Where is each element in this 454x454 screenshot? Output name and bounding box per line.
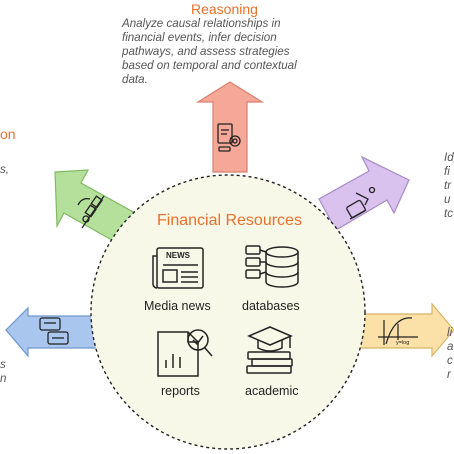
lower-left-icon [39, 317, 69, 345]
upper-left-arrow [54, 169, 136, 244]
report-chart-icon [157, 329, 213, 377]
lower-left-description-fragment: s n [0, 358, 7, 385]
newspaper-icon [152, 247, 204, 289]
upper-right-arrow [318, 155, 410, 231]
resource-label-academic: academic [245, 384, 299, 398]
upper-left-description-fragment: s, [0, 163, 10, 176]
upper-left-heading-fragment: on [0, 126, 16, 142]
reasoning-arrow [195, 81, 265, 173]
lower-left-arrow [5, 306, 101, 358]
upper-right-icon [346, 186, 376, 220]
lower-right-description-fragment: li a c r [447, 326, 454, 381]
lower-right-icon [378, 317, 418, 345]
reasoning-heading: Reasoning [191, 1, 258, 17]
newspaper-icon-text: NEWS [166, 251, 190, 260]
graduation-books-icon [246, 326, 293, 374]
database-icon [245, 245, 299, 288]
upper-right-description-fragment: Id fi tr u tc [444, 151, 454, 220]
resource-label-media-news: Media news [144, 299, 211, 313]
resource-label-databases: databases [242, 299, 300, 313]
reasoning-icon [217, 123, 241, 152]
lower-right-arrow [354, 302, 454, 358]
reasoning-description: Analyze causal relationships in financia… [122, 17, 297, 86]
financial-resources-title: Financial Resources [157, 212, 302, 229]
upper-left-icon [77, 195, 105, 229]
resource-label-reports: reports [161, 384, 200, 398]
financial-resources-circle [90, 174, 366, 450]
lower-right-icon-text: y=log [396, 340, 410, 346]
